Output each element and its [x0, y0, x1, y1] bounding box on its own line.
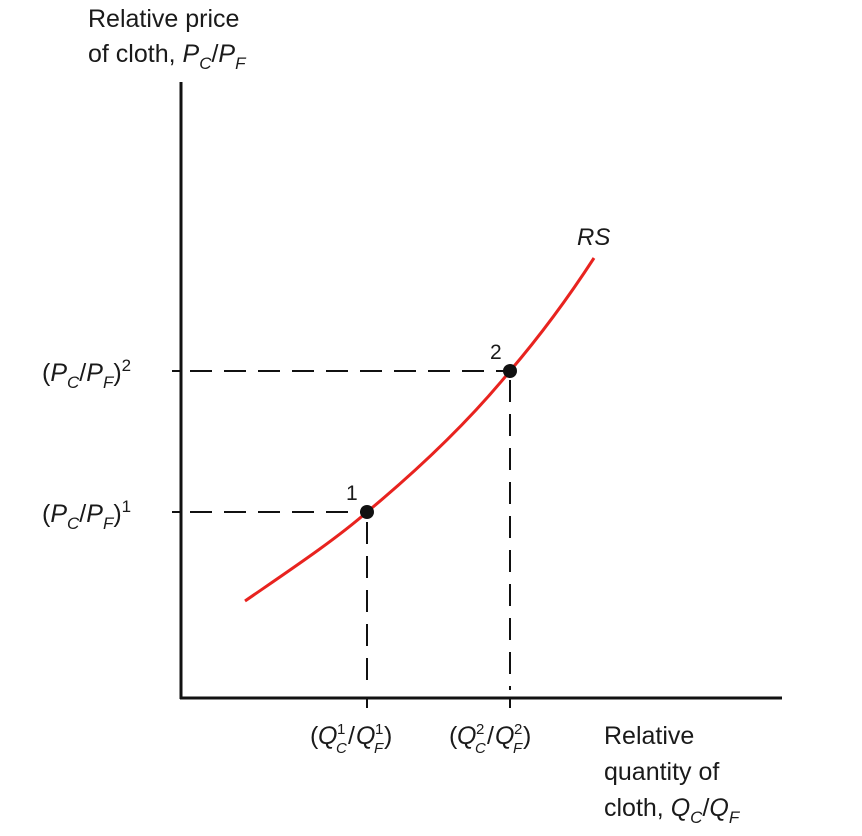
x-tick-label-1: ( Q 1 C / Q 1 F )	[310, 721, 392, 757]
rs-curve-label: RS	[577, 224, 610, 251]
y-axis-title-line2: of cloth, PC/PF	[88, 40, 247, 73]
svg-text:2: 2	[514, 721, 522, 738]
point-1	[360, 505, 374, 519]
svg-text:Q: Q	[318, 722, 337, 750]
svg-text:Q: Q	[495, 722, 514, 750]
svg-text:Q: Q	[356, 722, 375, 750]
point-1-label: 1	[346, 482, 358, 505]
x-axis-title-line2: quantity of	[604, 758, 719, 786]
y-tick-label-1: (PC/PF)1	[42, 497, 131, 533]
point-2	[503, 364, 517, 378]
y-tick-label-2: (PC/PF)2	[42, 356, 131, 392]
svg-text:1: 1	[337, 721, 345, 738]
x-axis-title-line3: cloth, QC/QF	[604, 794, 741, 827]
svg-text:): )	[384, 722, 392, 750]
svg-text:F: F	[374, 740, 384, 757]
point-2-label: 2	[490, 341, 502, 364]
y-axis-title-line1: Relative price	[88, 5, 239, 33]
svg-text:C: C	[475, 740, 486, 757]
svg-text:F: F	[513, 740, 523, 757]
x-axis-title-line1: Relative	[604, 722, 694, 750]
svg-text:C: C	[336, 740, 347, 757]
rs-curve	[244, 257, 596, 603]
svg-text:): )	[523, 722, 531, 750]
svg-text:/: /	[348, 722, 355, 750]
svg-text:1: 1	[375, 721, 383, 738]
svg-text:(: (	[449, 722, 458, 750]
svg-text:(: (	[310, 722, 319, 750]
svg-text:Q: Q	[457, 722, 476, 750]
svg-text:/: /	[487, 722, 494, 750]
x-tick-label-2: ( Q 2 C / Q 2 F )	[449, 721, 531, 757]
svg-text:2: 2	[476, 721, 484, 738]
